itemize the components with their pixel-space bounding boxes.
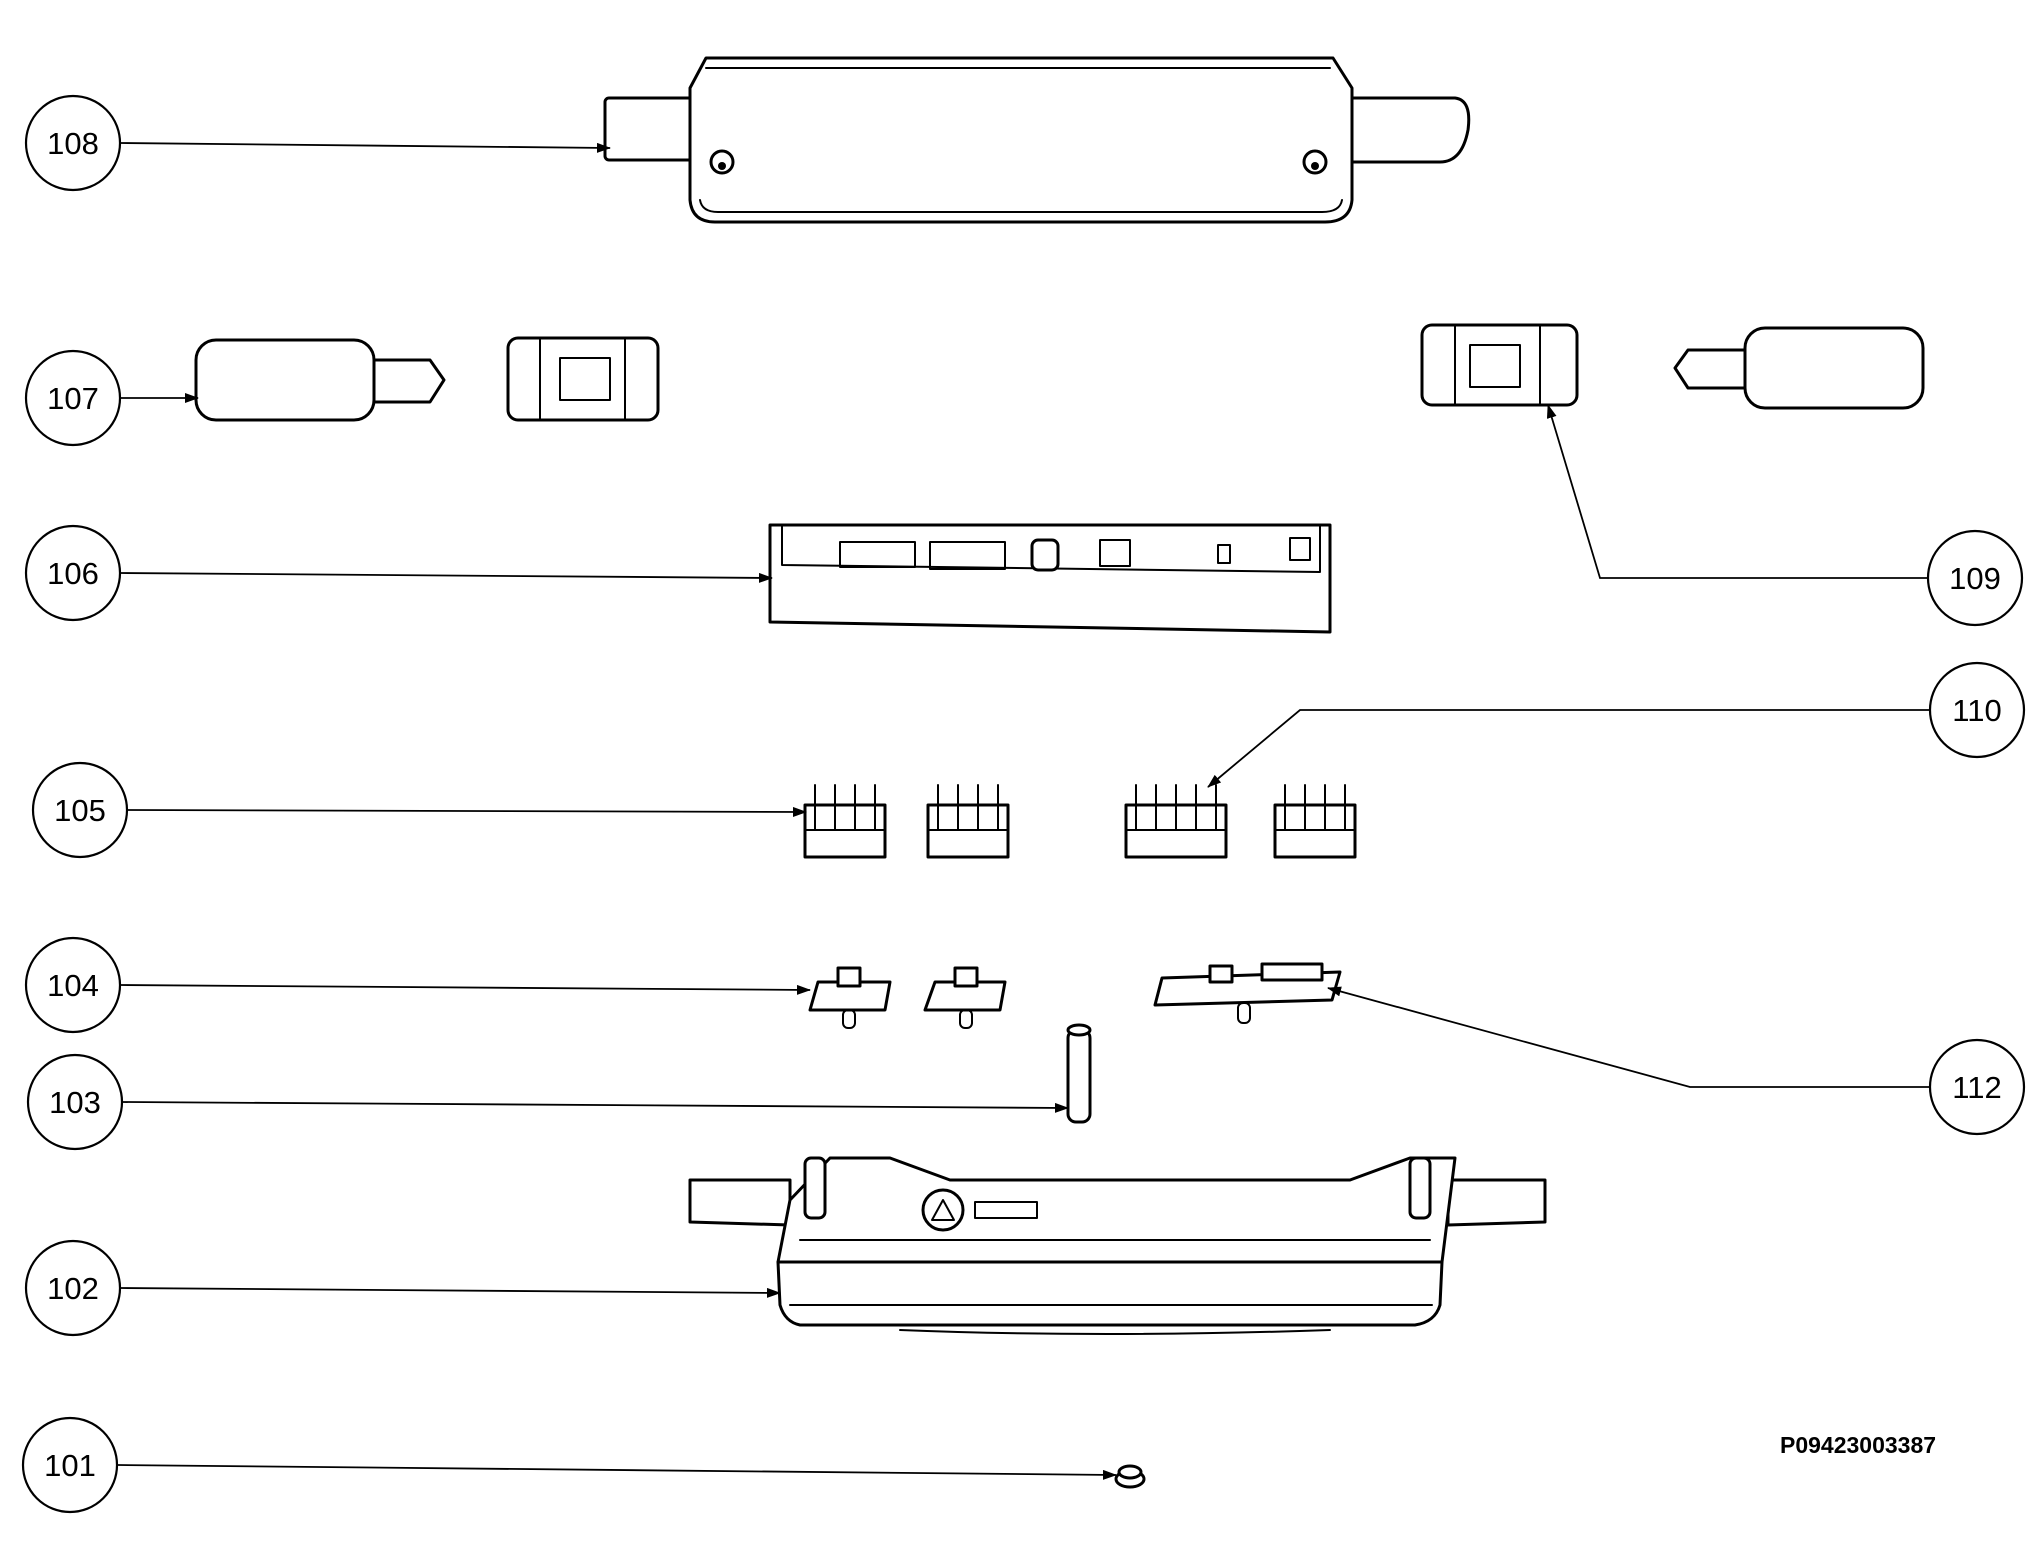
svg-text:101: 101: [44, 1448, 96, 1483]
leader-103: [121, 1101, 1069, 1113]
leader-106: [119, 572, 773, 583]
callout-112: 112: [1928, 1038, 2026, 1136]
leader-lines: [117, 142, 1930, 1480]
callout-104: 104: [24, 936, 122, 1034]
part-105-terminal-block-4: [1273, 784, 1357, 859]
callout-109: 109: [1926, 529, 2024, 627]
svg-text:104: 104: [47, 968, 99, 1003]
svg-text:105: 105: [54, 793, 106, 828]
svg-text:103: 103: [49, 1085, 101, 1120]
leader-112: [1327, 986, 1930, 1088]
leader-102: [119, 1287, 781, 1298]
leader-105: [127, 806, 807, 817]
callout-103: 103: [26, 1053, 124, 1151]
part-103-pin: [1066, 1023, 1092, 1124]
callout-105: 105: [31, 761, 129, 859]
callout-108: 108: [24, 94, 122, 192]
leader-104: [119, 984, 811, 995]
callout-101: 101: [21, 1416, 119, 1514]
part-105-terminal-block-2: [926, 784, 1010, 859]
part-104-clip-2: [923, 966, 1007, 1029]
svg-text:108: 108: [47, 126, 99, 161]
part-104-clip-1: [808, 966, 892, 1029]
part-108-top-cover: [603, 56, 1471, 224]
callout-102: 102: [24, 1239, 122, 1337]
callout-110: 110: [1928, 661, 2026, 759]
part-112-clip-long: [1153, 962, 1342, 1024]
callout-106: 106: [24, 524, 122, 622]
leader-108: [119, 142, 611, 153]
svg-text:112: 112: [1952, 1070, 2001, 1105]
part-105-terminal-block-1: [803, 784, 887, 859]
leader-110: [1207, 709, 1930, 788]
svg-text:109: 109: [1949, 561, 2001, 596]
part-110-terminal-block-3: [1124, 784, 1228, 859]
svg-text:102: 102: [47, 1271, 99, 1306]
leader-109: [1546, 404, 1928, 579]
part-107-left-plug: [194, 336, 660, 422]
svg-text:106: 106: [47, 556, 99, 591]
part-102-base: [688, 1156, 1547, 1335]
part-106-housing-tray: [768, 523, 1332, 634]
drawing-code: P09423003387: [1780, 1432, 1937, 1458]
part-109-right-plug: [1420, 323, 1925, 410]
svg-text:107: 107: [47, 381, 99, 416]
leader-101: [117, 1464, 1117, 1480]
svg-text:110: 110: [1952, 693, 2001, 728]
callout-107: 107: [24, 349, 122, 447]
part-101-nut: [1114, 1464, 1146, 1489]
